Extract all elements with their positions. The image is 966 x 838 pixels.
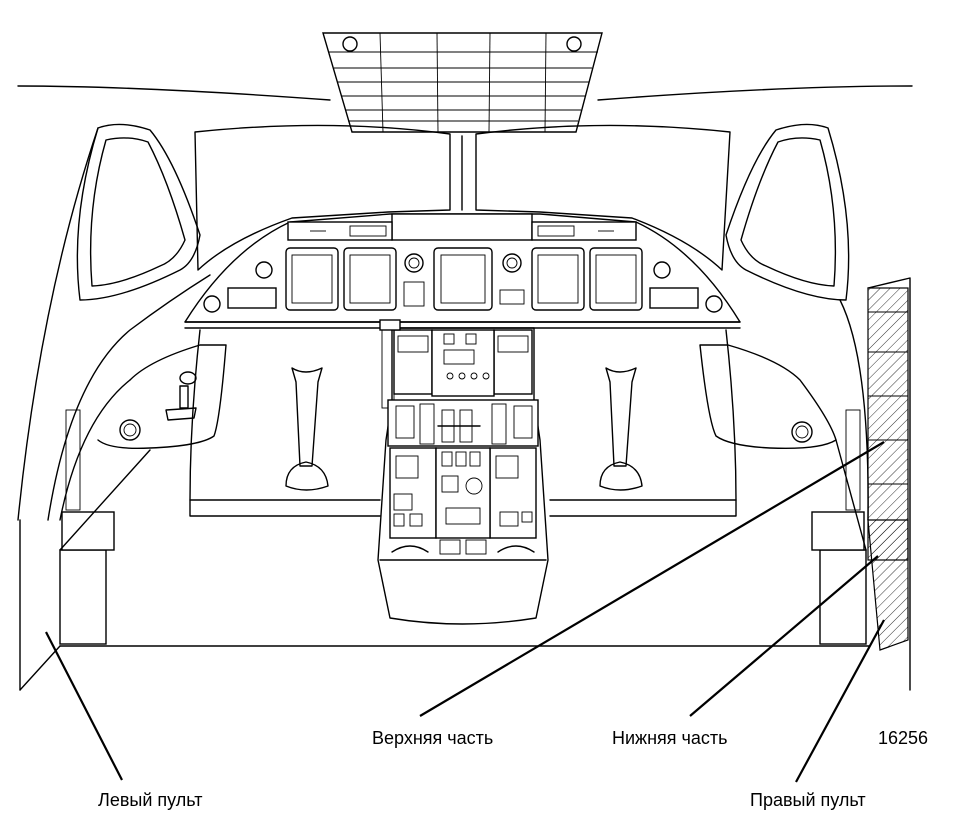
right-side-console xyxy=(699,344,867,645)
instrument-panel xyxy=(184,213,741,329)
label-left-console: Левый пульт xyxy=(98,790,202,810)
leader-lower-part xyxy=(689,555,879,717)
right-wall-hatched xyxy=(867,287,909,651)
cockpit-floor xyxy=(189,329,737,517)
label-right-console: Правый пульт xyxy=(750,790,866,810)
right-control-column xyxy=(599,367,643,491)
overhead-panel xyxy=(322,32,603,133)
left-control-column xyxy=(285,367,329,491)
label-upper-part: Верхняя часть xyxy=(372,728,493,748)
leader-left-console xyxy=(45,631,123,781)
left-side-console xyxy=(59,344,227,645)
roof-line xyxy=(17,85,913,101)
label-lower-part: Нижняя часть xyxy=(612,728,728,748)
leader-upper-part xyxy=(419,441,885,717)
cockpit-walls xyxy=(17,127,911,691)
windshield xyxy=(76,123,850,301)
leader-right-console xyxy=(795,619,885,783)
center-pedestal xyxy=(377,319,549,625)
figure-number: 16256 xyxy=(878,728,928,748)
